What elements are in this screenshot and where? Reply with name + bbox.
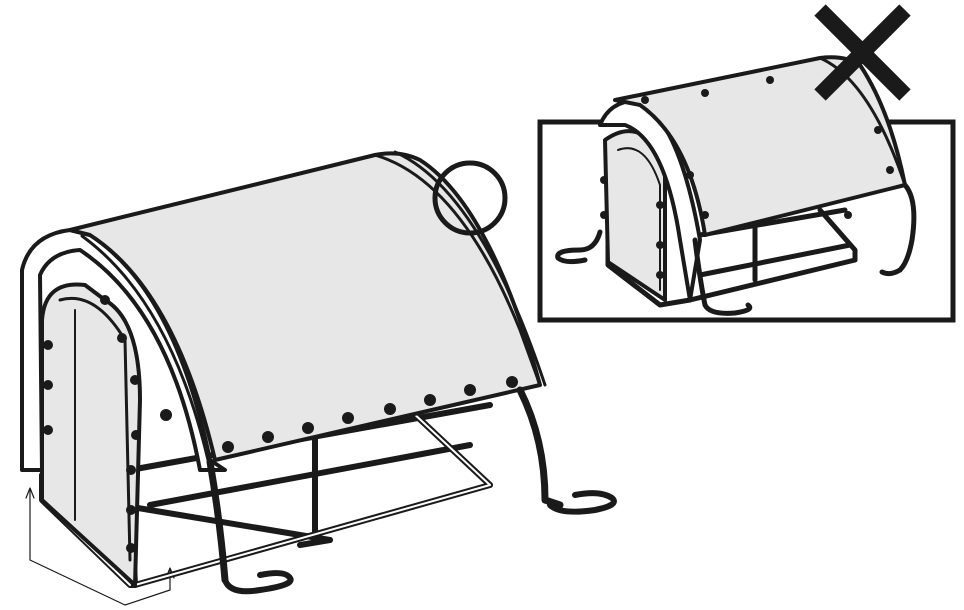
inset-base-frame	[605, 207, 858, 308]
inset-stake-middle	[702, 302, 753, 316]
inset-grommets	[600, 76, 894, 279]
main-tie-downs	[206, 386, 564, 584]
inset-stake-right	[879, 267, 903, 277]
main-cover-roof	[68, 150, 547, 462]
main-stake-left	[222, 570, 294, 595]
circle-highlight-icon	[432, 160, 508, 236]
inset-stake-left	[555, 247, 588, 265]
main-tent-view	[20, 150, 617, 606]
main-grommets	[43, 295, 518, 553]
main-stake-right	[547, 490, 617, 515]
inset-tent-view	[555, 4, 917, 316]
main-end-wall	[40, 282, 142, 587]
x-cross-icon	[814, 4, 911, 101]
